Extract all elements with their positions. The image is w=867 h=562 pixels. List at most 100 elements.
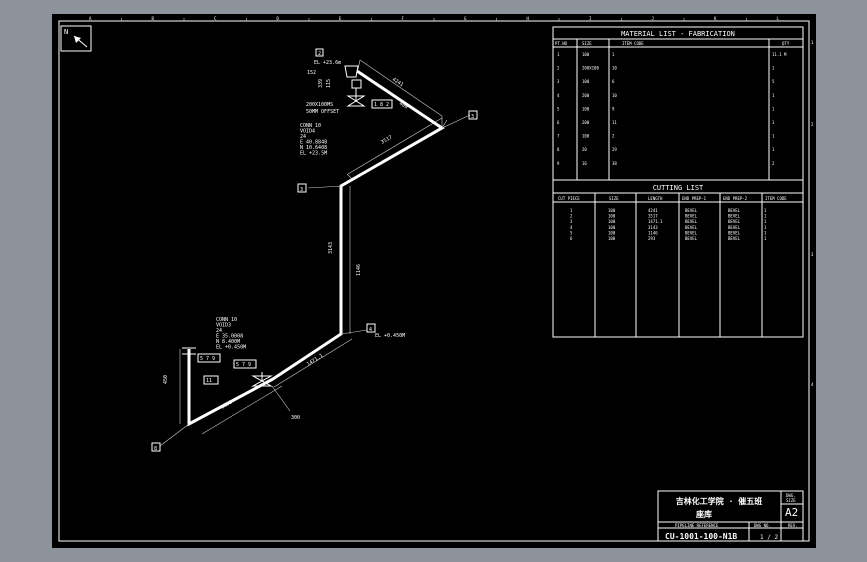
cell-item-code: 38	[612, 161, 617, 166]
cell-end-prep-1: BEVEL	[685, 214, 698, 219]
svg-text:SIZE: SIZE	[609, 196, 619, 201]
sheet-size: A2	[785, 506, 798, 519]
cell-end-prep-2: BEVEL	[728, 236, 741, 241]
dim-line-1471	[201, 385, 283, 435]
svg-text:339: 339	[318, 79, 324, 88]
cell-item-code: 1	[764, 208, 767, 213]
dim-line-3517	[347, 117, 443, 175]
svg-text:3143: 3143	[328, 242, 334, 254]
svg-text:QTY: QTY	[782, 41, 790, 46]
cell-item-code: 1	[764, 236, 767, 241]
cell-length: 3517	[648, 214, 658, 219]
cell-cut-piece: 3	[570, 219, 573, 224]
svg-text:200X100MS: 200X100MS	[306, 102, 333, 108]
cell-pt-no: 9	[557, 161, 560, 166]
column-marker: K	[714, 16, 717, 21]
cell-end-prep-2: BEVEL	[728, 225, 741, 230]
cell-item-code: 6	[612, 79, 615, 84]
cell-size: 100	[582, 106, 590, 111]
cell-length: 1146	[648, 230, 658, 235]
svg-text:2: 2	[318, 51, 321, 57]
cell-size: 200	[582, 120, 590, 125]
cell-qty: 1	[772, 93, 775, 98]
svg-text:4241: 4241	[391, 77, 404, 89]
north-arrow-icon	[74, 36, 81, 43]
sheet-border	[58, 20, 810, 542]
cell-pt-no: 3	[557, 79, 560, 84]
dim-line-1146	[273, 338, 353, 388]
cell-item-code: 10	[612, 93, 617, 98]
svg-text:5 7 9: 5 7 9	[200, 356, 215, 362]
cell-end-prep-1: BEVEL	[685, 230, 698, 235]
cell-cut-piece: 2	[570, 214, 573, 219]
cell-size: 100	[608, 236, 616, 241]
cell-end-prep-1: BEVEL	[685, 236, 698, 241]
valve-top	[346, 79, 366, 107]
svg-text:152: 152	[307, 70, 316, 76]
pipe-route	[159, 59, 471, 447]
reference-boxes: 1 8 2 3 3 4 5 7 9 5 7 9 11 8 2	[151, 48, 478, 452]
svg-text:SIZE: SIZE	[786, 498, 796, 503]
svg-text:300: 300	[291, 415, 300, 421]
cell-cut-piece: 5	[570, 230, 573, 235]
iso-annotations: EL +23.6m 152 4241 400 3517 3143 1146 14…	[163, 60, 409, 421]
column-marker: A	[89, 16, 92, 21]
pipeline-reference: CU-1001-100-N1B	[665, 532, 737, 541]
svg-text:END PREP-1: END PREP-1	[682, 196, 707, 201]
svg-text:PIPELINE REFERENCE: PIPELINE REFERENCE	[675, 523, 719, 528]
column-marker: G	[464, 16, 467, 21]
cell-qty: 1	[772, 66, 775, 71]
cell-pt-no: 1	[557, 52, 560, 57]
cell-size: 200X100	[582, 66, 599, 71]
valve-bottom	[251, 372, 273, 387]
cell-qty: 2	[772, 161, 775, 166]
row-marker: 2	[811, 122, 814, 127]
column-marker: F	[402, 16, 405, 21]
north-arrow: N	[60, 25, 92, 52]
cell-length: 4241	[648, 208, 658, 213]
cell-size: 100	[608, 225, 616, 230]
drawing-number: 1 / 2	[760, 534, 778, 541]
cell-qty: 1	[772, 106, 775, 111]
svg-text:END PREP-2: END PREP-2	[723, 196, 748, 201]
cell-qty: 1	[772, 120, 775, 125]
cell-size: 100	[582, 134, 590, 139]
svg-text:ITEM CODE: ITEM CODE	[622, 41, 644, 46]
dim-line-4241	[359, 59, 443, 117]
north-label: N	[64, 28, 68, 36]
cell-qty: 11.1 M	[772, 52, 787, 57]
row-marker: 1	[811, 40, 814, 45]
svg-text:DWG NO.: DWG NO.	[754, 523, 771, 528]
cell-end-prep-2: BEVEL	[728, 219, 741, 224]
svg-text:DWG.: DWG.	[786, 493, 796, 498]
column-marker: B	[152, 16, 155, 21]
column-marker: J	[652, 16, 654, 21]
cell-size: 200	[582, 93, 590, 98]
column-marker: H	[527, 16, 530, 21]
cell-item-code: 2	[612, 134, 615, 139]
top-elevation: EL +23.6m	[314, 60, 341, 66]
table-row: 1 100 1 11.1 M	[557, 52, 787, 57]
drawing-subtitle: 座库	[695, 509, 712, 519]
svg-text:5 7 9: 5 7 9	[236, 362, 251, 368]
cell-item-code: 1	[612, 52, 615, 57]
svg-text:1800: 1800	[220, 400, 233, 411]
cell-end-prep-2: BEVEL	[728, 230, 741, 235]
cell-size: 100	[582, 52, 590, 57]
cell-size: 100	[608, 214, 616, 219]
cell-pt-no: 6	[557, 120, 560, 125]
cutting-list: CUTTING LIST CUT PIECE SIZE LENGTH END P…	[552, 179, 804, 338]
cell-end-prep-2: BEVEL	[728, 214, 741, 219]
